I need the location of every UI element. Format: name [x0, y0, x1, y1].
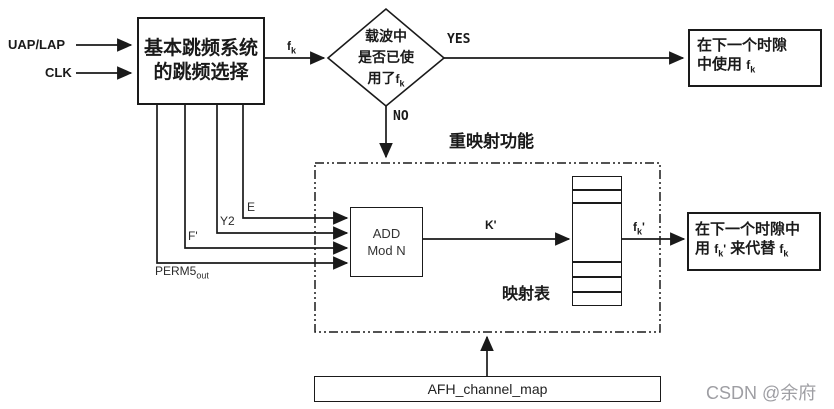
map-table-divider: [573, 202, 621, 204]
add-mod-n-box: ADD Mod N: [350, 207, 423, 277]
remap-title: 重映射功能: [449, 132, 534, 151]
watermark: CSDN @余府: [706, 383, 817, 403]
map-table-divider: [573, 291, 621, 293]
hop-selection-line2: 的跳频选择: [153, 62, 249, 83]
uap-lap-label: UAP/LAP: [8, 37, 66, 52]
use-next-slot-line1: 在下一个时隙: [697, 37, 788, 55]
signal-y2-arrow: [216, 105, 349, 240]
yes-label: YES: [447, 32, 471, 47]
no-label: NO: [393, 109, 409, 124]
fk-inline: fk: [746, 58, 756, 75]
mapping-table-label: 映射表: [502, 286, 551, 303]
decision-line2: 是否已使: [358, 49, 414, 65]
hop-selection-box: 基本跳频系统 的跳频选择: [137, 17, 265, 105]
add-line1: ADD: [372, 226, 401, 241]
kprime-label: K': [485, 218, 497, 232]
decision-line3: 用了fk: [367, 70, 405, 89]
use-next-slot-box: 在下一个时隙 中使用 fk: [688, 29, 822, 87]
remap-dashed-frame: [314, 162, 661, 333]
afh-channel-map-box: AFH_channel_map: [314, 376, 661, 402]
fkprime-label: fk': [633, 220, 645, 237]
signal-fprime-label: F': [188, 229, 198, 243]
fk-label: fk: [287, 39, 297, 56]
signal-e-label: E: [247, 200, 256, 214]
replace-next-slot-box: 在下一个时隙中 用 fk' 来代替 fk: [687, 212, 821, 271]
map-table-divider: [573, 276, 621, 278]
decision-text: 载波中 是否已使 用了fk: [328, 26, 444, 94]
map-table-divider: [573, 189, 621, 191]
signal-fprime-arrow: [184, 105, 349, 255]
fkprime-inline: fk': [714, 241, 727, 259]
signal-perm5-label: PERM5out: [155, 264, 209, 281]
clk-label: CLK: [45, 65, 72, 80]
signal-perm5-arrow: [156, 105, 349, 270]
replace-line2: 用 fk' 来代替 fk: [695, 239, 789, 259]
hop-selection-line1: 基本跳频系统: [143, 38, 258, 59]
mapping-table: [572, 176, 622, 306]
map-table-divider: [573, 261, 621, 263]
replace-line1: 在下一个时隙中: [695, 220, 801, 238]
fk-inline: fk: [779, 241, 789, 259]
add-line2: Mod N: [367, 243, 406, 258]
decision-line1: 载波中: [365, 28, 407, 44]
signal-e-arrow: [242, 105, 349, 225]
fk-inline: fk: [395, 72, 405, 89]
afh-channel-map-label: AFH_channel_map: [427, 381, 548, 397]
use-next-slot-line2: 中使用 fk: [697, 56, 756, 75]
signal-y2-label: Y2: [220, 214, 235, 228]
